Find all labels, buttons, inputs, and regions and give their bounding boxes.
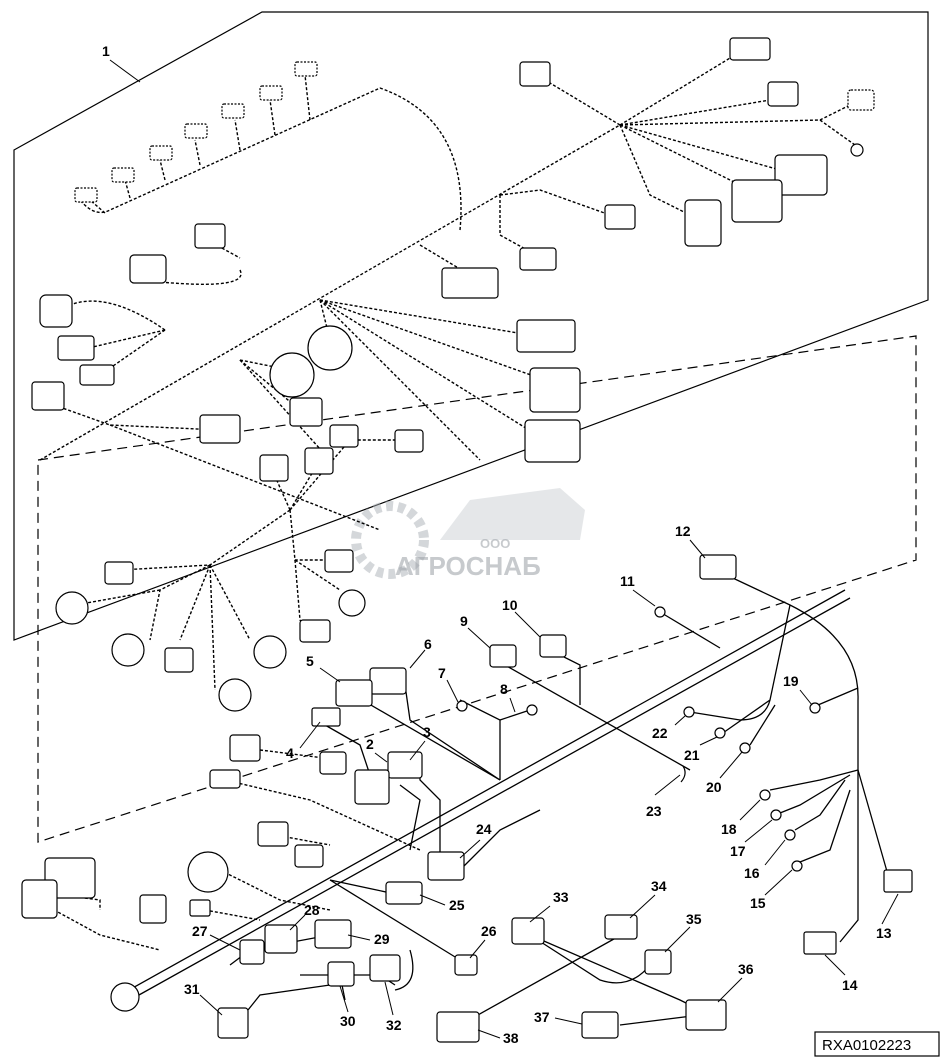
callout-13: 13 xyxy=(876,925,892,941)
callout-33: 33 xyxy=(553,889,569,905)
watermark-prefix: ООО xyxy=(480,536,510,551)
lower-harness-wires xyxy=(119,571,889,1026)
callout-18: 18 xyxy=(721,821,737,837)
callout-leaders xyxy=(109,59,899,1039)
figure-reference-box: RXA0102223 xyxy=(814,1031,940,1057)
watermark-text: АГРОСНАБ xyxy=(395,551,541,581)
watermark: ООО АГРОСНАБ xyxy=(351,488,585,581)
callout-4: 4 xyxy=(286,745,294,761)
callout-1: 1 xyxy=(102,43,110,59)
callout-15: 15 xyxy=(750,895,766,911)
lower-harness-frame xyxy=(37,335,917,843)
callout-30: 30 xyxy=(340,1013,356,1029)
callout-28: 28 xyxy=(304,902,320,918)
callout-20: 20 xyxy=(706,779,722,795)
callout-17: 17 xyxy=(730,843,746,859)
callout-11: 11 xyxy=(620,573,635,589)
callout-21: 21 xyxy=(684,747,700,763)
upper-harness-connectors xyxy=(31,37,875,712)
callout-35: 35 xyxy=(686,911,702,927)
callout-36: 36 xyxy=(738,961,754,977)
callout-12: 12 xyxy=(675,523,691,539)
callout-34: 34 xyxy=(651,878,667,894)
callout-6: 6 xyxy=(424,636,432,652)
callout-24: 24 xyxy=(476,821,492,837)
callout-8: 8 xyxy=(500,681,508,697)
callout-labels: 1 2 3 4 5 6 7 8 9 10 11 12 13 14 15 16 1… xyxy=(102,43,892,1046)
callout-9: 9 xyxy=(460,613,468,629)
callout-25: 25 xyxy=(449,897,465,913)
lower-harness-connectors xyxy=(21,554,913,1043)
callout-19: 19 xyxy=(783,673,799,689)
callout-3: 3 xyxy=(423,724,431,740)
callout-16: 16 xyxy=(744,865,760,881)
callout-23: 23 xyxy=(646,803,662,819)
callout-31: 31 xyxy=(184,981,200,997)
figure-reference: RXA0102223 xyxy=(822,1037,911,1054)
callout-26: 26 xyxy=(481,923,497,939)
callout-2: 2 xyxy=(366,736,374,752)
callout-38: 38 xyxy=(503,1030,519,1046)
callout-10: 10 xyxy=(502,597,518,613)
callout-29: 29 xyxy=(374,931,390,947)
callout-37: 37 xyxy=(534,1009,550,1025)
callout-5: 5 xyxy=(306,653,314,669)
callout-32: 32 xyxy=(386,1017,402,1033)
callout-7: 7 xyxy=(438,665,446,681)
callout-14: 14 xyxy=(842,977,858,993)
callout-22: 22 xyxy=(652,725,668,741)
callout-27: 27 xyxy=(192,923,208,939)
upper-harness-frame xyxy=(13,11,929,641)
